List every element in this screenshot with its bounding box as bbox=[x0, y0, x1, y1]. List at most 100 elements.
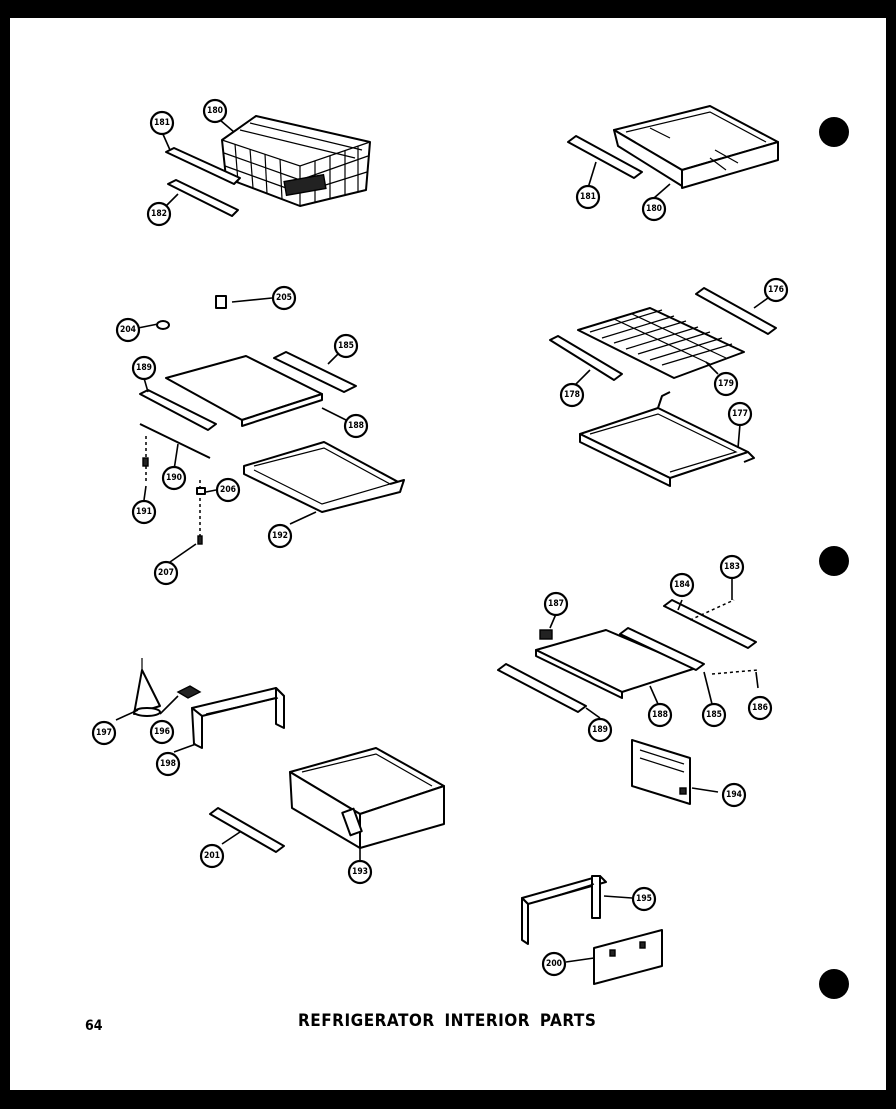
callout-188-lower: 188 bbox=[647, 702, 673, 728]
callout-184-upper: 184 bbox=[669, 572, 695, 598]
callout-176: 176 bbox=[763, 277, 789, 303]
wire-basket-assembly bbox=[165, 115, 371, 217]
svg-text:184: 184 bbox=[674, 580, 690, 590]
binder-hole-middle bbox=[819, 546, 849, 576]
shelf-rod bbox=[139, 423, 211, 459]
svg-text:185: 185 bbox=[338, 341, 354, 351]
callout-185-lower: 185 bbox=[701, 702, 727, 728]
shelf-trim-front-lower bbox=[497, 663, 587, 713]
bracket-assembly bbox=[521, 875, 663, 985]
leader-lines bbox=[115, 119, 769, 963]
callout-204: 204 bbox=[115, 317, 141, 343]
svg-text:178: 178 bbox=[564, 390, 580, 400]
svg-text:196: 196 bbox=[154, 727, 170, 737]
callout-182-basket: 182 bbox=[146, 201, 172, 227]
wire-shelf-frame bbox=[579, 391, 755, 487]
shelf-trim-rear bbox=[273, 351, 357, 393]
pan-rail-lower bbox=[209, 807, 285, 853]
basket-rail-upper bbox=[165, 147, 241, 185]
callout-195: 195 bbox=[631, 886, 657, 912]
svg-text:193: 193 bbox=[352, 867, 368, 877]
glass-shelf-assembly bbox=[139, 295, 405, 545]
wire-shelf-assembly bbox=[549, 287, 777, 487]
callout-191: 191 bbox=[131, 499, 157, 525]
svg-text:191: 191 bbox=[136, 507, 152, 517]
wire-basket bbox=[221, 115, 371, 207]
drawer-bracket bbox=[521, 875, 607, 945]
callout-179: 179 bbox=[713, 371, 739, 397]
callout-194: 194 bbox=[721, 782, 747, 808]
cone-bag bbox=[133, 658, 161, 717]
callout-197: 197 bbox=[91, 720, 117, 746]
page-number: 64 bbox=[85, 1018, 103, 1034]
svg-text:205: 205 bbox=[276, 293, 292, 303]
svg-text:179: 179 bbox=[718, 379, 734, 389]
callout-193: 193 bbox=[347, 859, 373, 885]
lower-glass-shelf-assembly bbox=[497, 599, 759, 713]
pan-guide bbox=[176, 685, 202, 699]
shelf-stud bbox=[156, 320, 170, 330]
callout-190: 190 bbox=[161, 465, 187, 491]
svg-text:183: 183 bbox=[724, 562, 740, 572]
callout-205: 205 bbox=[271, 285, 297, 311]
svg-text:200: 200 bbox=[546, 959, 562, 969]
svg-text:185: 185 bbox=[706, 710, 722, 720]
crisper-cover-panel bbox=[631, 739, 691, 805]
callout-177: 177 bbox=[727, 401, 753, 427]
svg-text:188: 188 bbox=[348, 421, 364, 431]
pan-rail bbox=[567, 135, 643, 179]
back-plate bbox=[593, 929, 663, 985]
svg-text:181: 181 bbox=[154, 118, 170, 128]
svg-text:206: 206 bbox=[220, 485, 236, 495]
svg-text:189: 189 bbox=[136, 363, 152, 373]
callout-178: 178 bbox=[559, 382, 585, 408]
callout-181-basket: 181 bbox=[149, 110, 175, 136]
svg-text:180: 180 bbox=[207, 106, 223, 116]
svg-text:204: 204 bbox=[120, 325, 136, 335]
basket-rail-lower bbox=[167, 179, 239, 217]
callout-180-basket: 180 bbox=[202, 98, 228, 124]
callout-198: 198 bbox=[155, 751, 181, 777]
shelf-support-rear bbox=[663, 599, 757, 649]
callout-201: 201 bbox=[199, 843, 225, 869]
svg-text:177: 177 bbox=[732, 409, 748, 419]
svg-text:186: 186 bbox=[752, 703, 768, 713]
svg-text:182: 182 bbox=[151, 209, 167, 219]
crisper-pan bbox=[613, 105, 779, 189]
callout-185-upper: 185 bbox=[333, 333, 359, 359]
svg-text:180: 180 bbox=[646, 204, 662, 214]
svg-text:188: 188 bbox=[652, 710, 668, 720]
binder-hole-bottom bbox=[819, 969, 849, 999]
callout-189-lower: 189 bbox=[587, 717, 613, 743]
shelf-bracket bbox=[539, 629, 553, 640]
wire-shelf-rail-rear bbox=[695, 287, 777, 335]
meat-pan bbox=[289, 747, 445, 849]
svg-text:195: 195 bbox=[636, 894, 652, 904]
svg-text:201: 201 bbox=[204, 851, 220, 861]
svg-text:197: 197 bbox=[96, 728, 112, 738]
svg-text:194: 194 bbox=[726, 790, 742, 800]
callout-192: 192 bbox=[267, 523, 293, 549]
binder-hole-top bbox=[819, 117, 849, 147]
callouts: 181 180 182 181 180 205 204 185 189 188 … bbox=[91, 98, 789, 977]
pan-cover-frame bbox=[191, 687, 285, 749]
callout-206: 206 bbox=[215, 477, 241, 503]
page-title: REFRIGERATOR INTERIOR PARTS bbox=[298, 1011, 597, 1031]
callout-207: 207 bbox=[153, 560, 179, 586]
callout-187-upper: 187 bbox=[543, 591, 569, 617]
crisper-pan-assembly bbox=[567, 105, 779, 189]
svg-text:190: 190 bbox=[166, 473, 182, 483]
svg-text:187: 187 bbox=[548, 599, 564, 609]
svg-text:192: 192 bbox=[272, 531, 288, 541]
wire-shelf-rail-front bbox=[549, 335, 623, 381]
svg-text:207: 207 bbox=[158, 568, 174, 578]
shelf-trim-side bbox=[619, 627, 705, 671]
callout-181-pan: 181 bbox=[575, 184, 601, 210]
callout-180-pan: 180 bbox=[641, 196, 667, 222]
callout-200: 200 bbox=[541, 951, 567, 977]
svg-text:198: 198 bbox=[160, 759, 176, 769]
callout-188-upper: 188 bbox=[343, 413, 369, 439]
callout-196: 196 bbox=[149, 719, 175, 745]
svg-text:181: 181 bbox=[580, 192, 596, 202]
shelf-clip bbox=[215, 295, 227, 309]
